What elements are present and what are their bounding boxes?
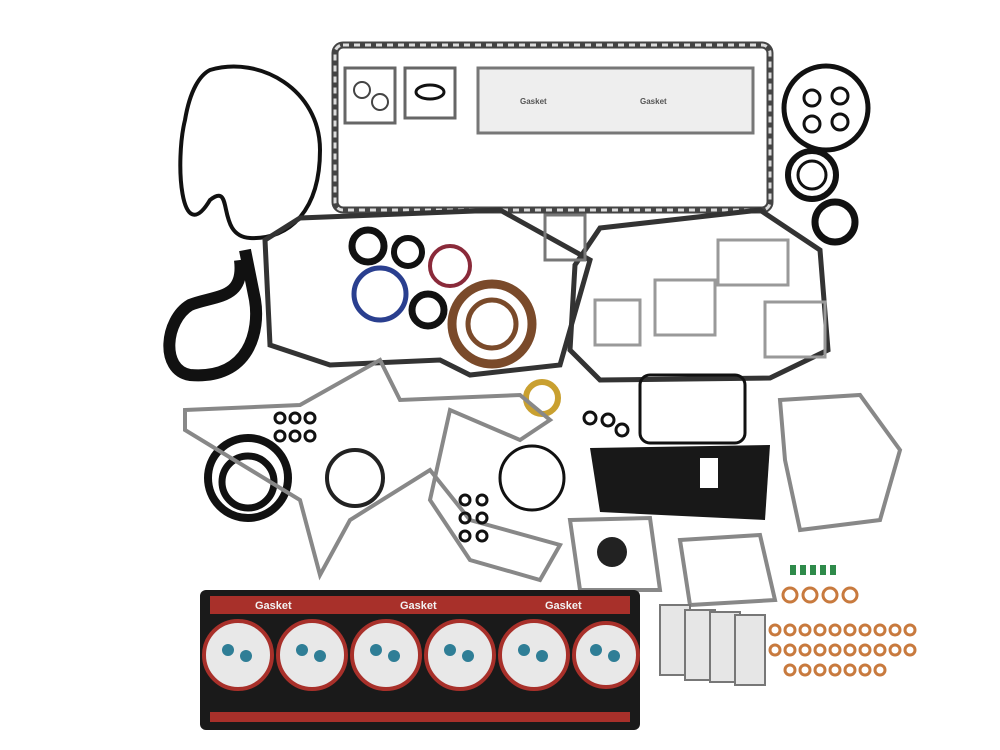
black-gasket-plate (590, 445, 770, 520)
brand-lettering: Gasket (255, 600, 292, 612)
timing-cover-gaskets (262, 207, 831, 445)
brand-lettering: Gasket (640, 97, 667, 106)
plate-cutout (700, 458, 718, 488)
small-o-rings (273, 410, 630, 543)
brand-lettering: Gasket (545, 600, 582, 612)
manifold-gaskets (659, 604, 766, 686)
copper-washers (768, 586, 917, 677)
cover-gaskets (183, 357, 903, 608)
brand-lettering: Gasket (400, 600, 437, 612)
green-seals (790, 565, 836, 575)
rubber-seals (163, 63, 871, 522)
round-cover (597, 537, 627, 567)
cylinder-head-gasket: Gasket Gasket Gasket (200, 590, 640, 730)
oil-pan-gasket: Gasket Gasket (331, 41, 774, 214)
brand-lettering: Gasket (520, 97, 547, 106)
